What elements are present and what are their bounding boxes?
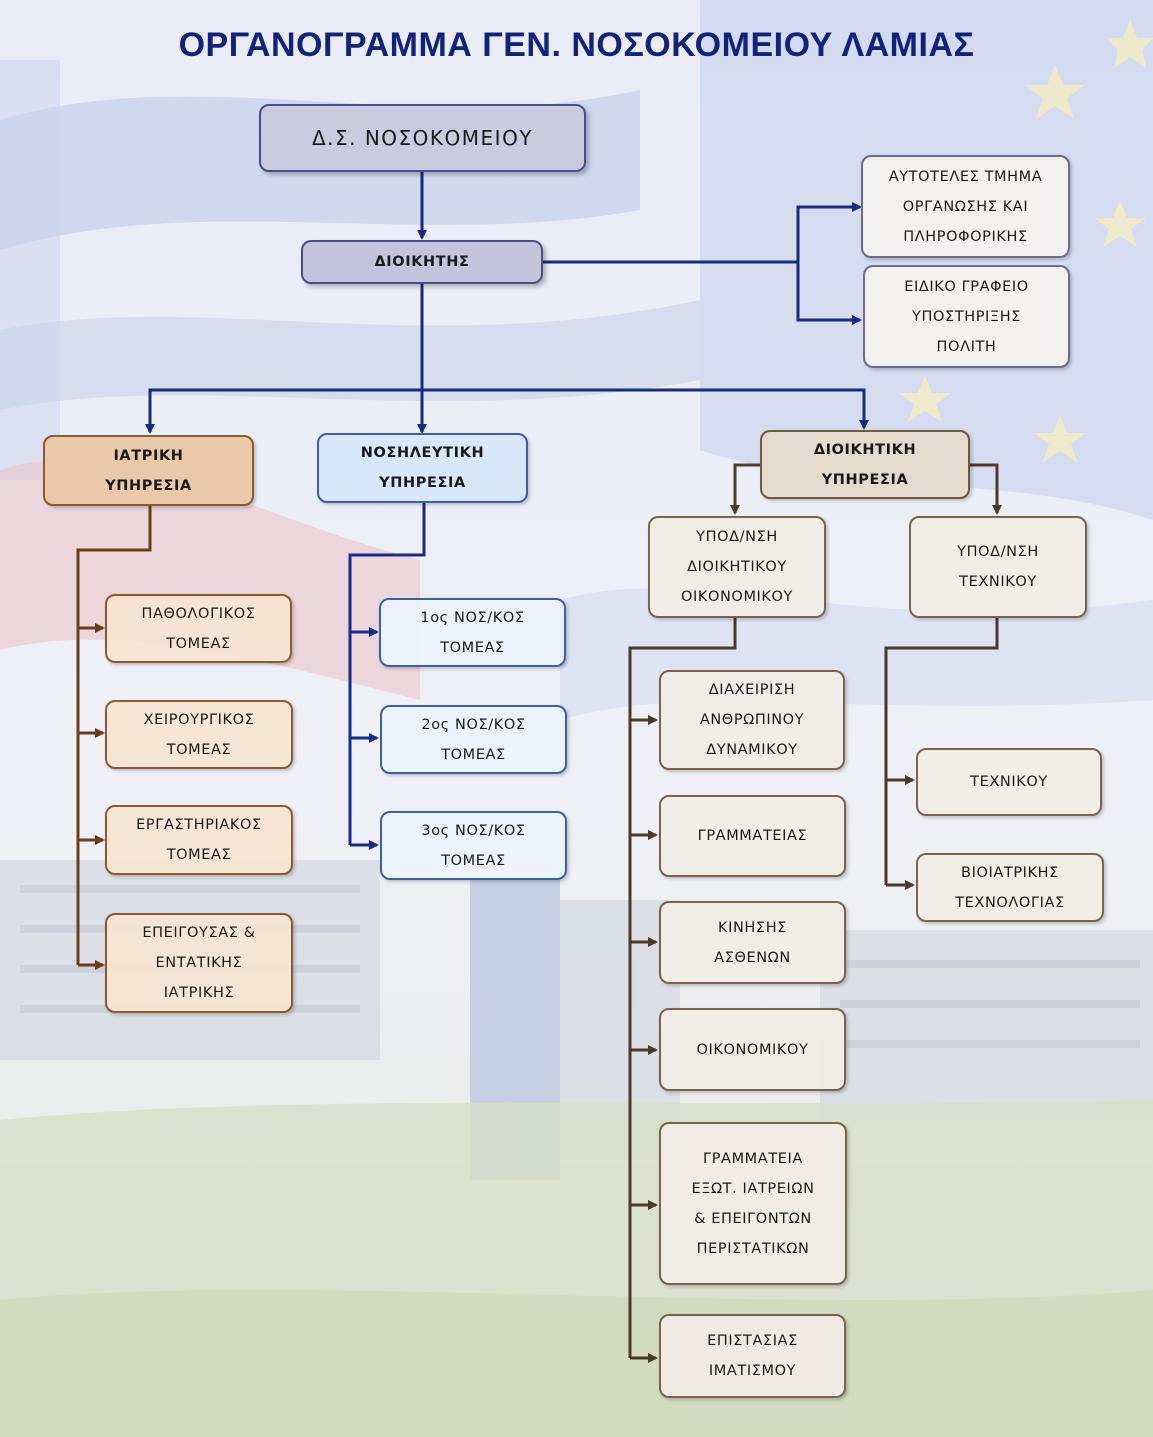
citizen-support-office-box: ΕΙΔΙΚΟ ΓΡΑΦΕΙΟ ΥΠΟΣΤΗΡΙΞΗΣ ΠΟΛΙΤΗ xyxy=(863,265,1070,368)
director-box: ΔΙΟΙΚΗΤΗΣ xyxy=(301,240,543,284)
line-director-staff-2 xyxy=(796,262,862,325)
nursing-sector-3: 3ος ΝΟΣ/ΚΟΣ ΤΟΜΕΑΣ xyxy=(380,811,567,880)
nursing-service-header: ΝΟΣΗΛΕΥΤΙΚΗ ΥΠΗΡΕΣΙΑ xyxy=(317,433,528,503)
economic-unit-outpatient-secretariat: ΓΡΑΜΜΑΤΕΙΑ ΕΞΩΤ. ΙΑΤΡΕΙΩΝ & ΕΠΕΙΓΟΝΤΩΝ Π… xyxy=(659,1122,847,1285)
medical-sector-3: ΕΡΓΑΣΤΗΡΙΑΚΟΣ ΤΟΜΕΑΣ xyxy=(105,805,293,875)
line-director-services xyxy=(145,284,424,434)
economic-unit-secretariat: ΓΡΑΜΜΑΤΕΙΑΣ xyxy=(659,795,846,877)
line-director-staff xyxy=(543,202,862,264)
line-director-admin xyxy=(422,388,869,430)
nursing-sector-1: 1ος ΝΟΣ/ΚΟΣ ΤΟΜΕΑΣ xyxy=(379,598,566,667)
economic-unit-finance: ΟΙΚΟΝΟΜΙΚΟΥ xyxy=(659,1008,846,1091)
administrative-service-header: ΔΙΟΙΚΗΤΙΚΗ ΥΠΗΡΕΣΙΑ xyxy=(760,430,970,499)
medical-service-header: ΙΑΤΡΙΚΗ ΥΠΗΡΕΣΙΑ xyxy=(43,435,254,506)
nursing-sector-2: 2ος ΝΟΣ/ΚΟΣ ΤΟΜΕΑΣ xyxy=(380,705,567,774)
medical-sector-1: ΠΑΘΟΛΟΓΙΚΟΣ ΤΟΜΕΑΣ xyxy=(105,594,292,663)
line-medical-trunk xyxy=(76,506,152,965)
economic-unit-linen-supervision: ΕΠΙΣΤΑΣΙΑΣ ΙΜΑΤΙΣΜΟΥ xyxy=(659,1314,846,1398)
economic-unit-human-resources: ΔΙΑΧΕΙΡΙΣΗ ΑΝΘΡΩΠΙΝΟΥ ΔΥΝΑΜΙΚΟΥ xyxy=(659,670,845,770)
medical-sector-4: ΕΠΕΙΓΟΥΣΑΣ & ΕΝΤΑΤΙΚΗΣ ΙΑΤΡΙΚΗΣ xyxy=(105,913,293,1013)
line-nursing-trunk xyxy=(348,503,426,845)
line-admin-technical xyxy=(970,463,1002,515)
technical-subdirectorate-box: ΥΠΟΔ/ΝΣΗ ΤΕΧΝΙΚΟΥ xyxy=(909,516,1087,618)
chart-title: ΟΡΓΑΝΟΓΡΑΜΜΑ ΓΕΝ. ΝΟΣΟΚΟΜΕΙΟΥ ΛΑΜΙΑΣ xyxy=(178,26,975,64)
line-admin-economic xyxy=(730,463,760,515)
line-economic-trunk xyxy=(628,618,737,1358)
organization-informatics-box: ΑΥΤΟΤΕΛΕΣ ΤΜΗΜΑ ΟΡΓΑΝΩΣΗΣ ΚΑΙ ΠΛΗΡΟΦΟΡΙΚ… xyxy=(861,155,1070,258)
economic-unit-patient-movement: ΚΙΝΗΣΗΣ ΑΣΘΕΝΩΝ xyxy=(659,901,846,984)
technical-unit-biomedical: ΒΙΟΙΑΤΡΙΚΗΣ ΤΕΧΝΟΛΟΓΙΑΣ xyxy=(916,853,1104,922)
line-technical-trunk xyxy=(884,618,999,885)
economic-subdirectorate-box: ΥΠΟΔ/ΝΣΗ ΔΙΟΙΚΗΤΙΚΟΥ ΟΙΚΟΝΟΜΙΚΟΥ xyxy=(648,516,826,618)
board-box: Δ.Σ. ΝΟΣΟΚΟΜΕΙΟΥ xyxy=(259,104,586,172)
medical-sector-2: ΧΕΙΡΟΥΡΓΙΚΟΣ ΤΟΜΕΑΣ xyxy=(105,700,293,769)
technical-unit-technical: ΤΕΧΝΙΚΟΥ xyxy=(916,748,1102,816)
